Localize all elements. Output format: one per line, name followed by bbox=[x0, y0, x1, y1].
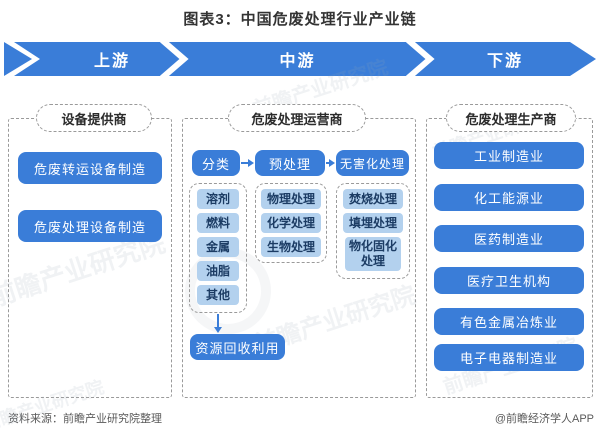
flow-banner bbox=[4, 42, 596, 76]
source-note: 资料来源：前瞻产业研究院整理 bbox=[8, 413, 162, 425]
step-harmless-treatment: 无害化处理 bbox=[336, 150, 409, 176]
node-label: 资源回收利用 bbox=[195, 340, 280, 356]
node-resource-recycling: 资源回收利用 bbox=[190, 334, 285, 360]
node-label: 化工能源业 bbox=[473, 191, 544, 206]
chip-fuel: 燃料 bbox=[197, 213, 239, 233]
banner-band bbox=[14, 42, 596, 76]
downstream-header: 危废处理生产商 bbox=[446, 104, 576, 132]
node-label: 有色金属冶炼业 bbox=[459, 315, 558, 330]
harmless-group: 焚烧处理 填埋处理 物化固化处理 bbox=[336, 183, 410, 279]
node-transport-equipment: 危废转运设备制造 bbox=[18, 152, 162, 184]
credit-note: @前瞻经济学人APP bbox=[494, 413, 594, 425]
node-chemical-energy: 化工能源业 bbox=[434, 184, 584, 211]
banner-label-upstream: 上游 bbox=[40, 42, 184, 76]
banner-label-text: 下游 bbox=[486, 53, 523, 70]
banner-tail-chevron bbox=[4, 42, 32, 76]
node-pharmaceutical: 医药制造业 bbox=[434, 225, 584, 252]
page-title: 图表3：中国危废处理行业产业链 bbox=[183, 11, 417, 28]
node-nonferrous-smelting: 有色金属冶炼业 bbox=[434, 308, 584, 335]
node-electronics: 电子电器制造业 bbox=[434, 344, 584, 371]
banner-label-text: 上游 bbox=[93, 53, 130, 70]
node-industrial-manufacturing: 工业制造业 bbox=[434, 142, 584, 169]
chip-other: 其他 bbox=[197, 285, 239, 305]
node-label: 医疗卫生机构 bbox=[466, 274, 551, 289]
step-classification: 分类 bbox=[192, 150, 240, 176]
banner-separator bbox=[406, 42, 435, 76]
node-medical-health: 医疗卫生机构 bbox=[434, 267, 584, 294]
step-pretreatment: 预处理 bbox=[255, 150, 325, 176]
node-label: 电子电器制造业 bbox=[459, 351, 558, 366]
downstream-header-label: 危废处理生产商 bbox=[465, 111, 557, 127]
banner-label-midstream: 中游 bbox=[185, 42, 410, 76]
chip-incineration: 焚烧处理 bbox=[343, 189, 403, 209]
classification-group: 溶剂 燃料 金属 油脂 其他 bbox=[189, 183, 247, 313]
upstream-header-label: 设备提供商 bbox=[61, 111, 127, 127]
chip-metal: 金属 bbox=[197, 237, 239, 257]
banner-separator bbox=[160, 42, 189, 76]
node-label: 危废转运设备制造 bbox=[33, 161, 146, 177]
chip-solvent: 溶剂 bbox=[197, 189, 239, 209]
midstream-header-label: 危废处理运营商 bbox=[251, 111, 343, 127]
node-label: 无害化处理 bbox=[339, 156, 405, 171]
node-label: 危废处理设备制造 bbox=[33, 219, 146, 235]
chip-solidification: 物化固化处理 bbox=[345, 237, 401, 271]
pretreatment-group: 物理处理 化学处理 生物处理 bbox=[255, 183, 327, 263]
banner-label-downstream: 下游 bbox=[430, 42, 580, 76]
chip-physical: 物理处理 bbox=[261, 189, 321, 209]
node-label: 分类 bbox=[201, 156, 230, 172]
chip-landfill: 填埋处理 bbox=[343, 213, 403, 233]
chip-biological: 生物处理 bbox=[261, 237, 321, 257]
chip-chemical: 化学处理 bbox=[261, 213, 321, 233]
node-label: 工业制造业 bbox=[473, 149, 544, 164]
node-label: 预处理 bbox=[268, 156, 311, 172]
upstream-header: 设备提供商 bbox=[36, 104, 152, 132]
node-treatment-equipment: 危废处理设备制造 bbox=[18, 210, 162, 242]
chip-grease: 油脂 bbox=[197, 261, 239, 281]
node-label: 医药制造业 bbox=[473, 232, 544, 247]
midstream-header: 危废处理运营商 bbox=[228, 104, 366, 132]
banner-label-text: 中游 bbox=[279, 53, 316, 70]
